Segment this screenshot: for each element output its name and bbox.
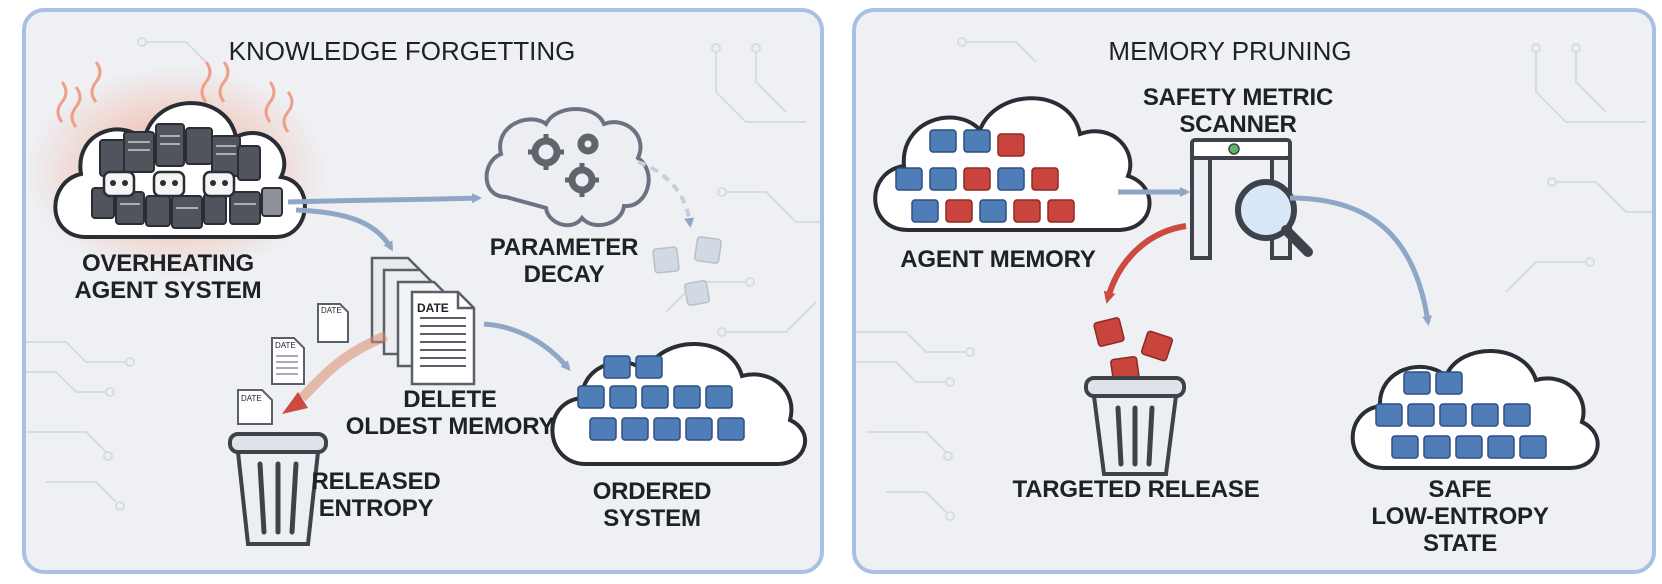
trash-can-icon <box>228 432 328 546</box>
memory-pruning-panel: MEMORY PRUNING SAFETY METRIC SCANNER AGE… <box>852 8 1656 574</box>
discard-trail <box>298 331 388 402</box>
label-safety-metric-scanner: SAFETY METRIC SCANNER <box>1142 84 1334 138</box>
doc-date-tag: DATE <box>417 301 449 315</box>
label-safe-low-entropy-state: SAFE LOW-ENTROPY STATE <box>1371 476 1549 557</box>
svg-text:DATE: DATE <box>241 394 262 403</box>
label-agent-memory: AGENT MEMORY <box>900 246 1096 273</box>
server-stack-icon <box>91 123 283 229</box>
falling-document <box>237 303 349 425</box>
circuit-decoration <box>856 37 1652 521</box>
magnifier-icon <box>1235 179 1313 257</box>
panel-title: MEMORY PRUNING <box>1108 36 1352 66</box>
memory-blocks <box>895 129 1075 223</box>
svg-text:DATE: DATE <box>275 341 296 350</box>
arrow-to-decay <box>287 193 482 205</box>
arrow-to-ordered <box>483 321 571 372</box>
label-parameter-decay: PARAMETER DECAY <box>489 234 639 288</box>
knowledge-forgetting-illustration: DATE DATE DATE DATE <box>26 37 820 546</box>
discard-arrow <box>1103 223 1187 304</box>
panel-title: KNOWLEDGE FORGETTING <box>228 36 576 66</box>
label-delete-oldest-memory: DELETE OLDEST MEMORY <box>345 386 555 440</box>
released-blocks <box>1093 317 1174 385</box>
robot-icon <box>102 170 236 198</box>
label-released-entropy: RELEASED ENTROPY <box>311 468 441 522</box>
decay-arrow <box>637 160 695 228</box>
label-ordered-system: ORDERED SYSTEM <box>592 478 712 532</box>
arrow-to-safe <box>1289 195 1433 326</box>
svg-text:DATE: DATE <box>321 306 342 315</box>
ordered-blocks <box>577 355 745 441</box>
label-targeted-release: TARGETED RELEASE <box>1012 476 1260 503</box>
decayed-parameters <box>652 236 722 307</box>
memory-pruning-illustration <box>856 37 1652 521</box>
knowledge-forgetting-panel: DATE DATE DATE DATE <box>22 8 824 574</box>
arrow-to-delete <box>295 207 394 252</box>
safe-blocks <box>1375 371 1547 459</box>
document-icon <box>370 256 476 386</box>
circuit-decoration <box>26 37 820 511</box>
label-overheating-agent-system: OVERHEATING AGENT SYSTEM <box>74 250 262 304</box>
brain-gears-icon <box>484 107 651 228</box>
